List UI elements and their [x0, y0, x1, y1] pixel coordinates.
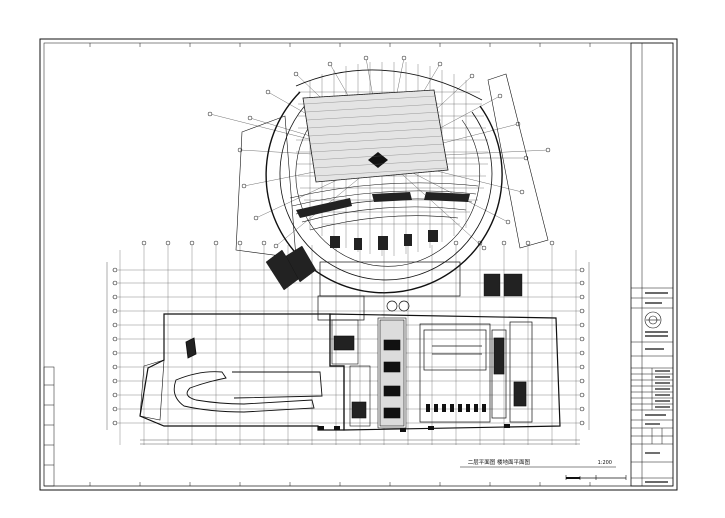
arena-seating-block	[302, 89, 449, 183]
podium-hall	[419, 321, 533, 423]
arena-rings	[265, 69, 503, 294]
title-block	[630, 42, 674, 487]
title-block-text-marks	[645, 292, 670, 483]
connector-building	[317, 261, 461, 321]
podium-hall-seats	[426, 404, 486, 412]
drawing-title-area: 二层平面图 楼地面平面图 1:200	[460, 458, 616, 468]
drawing-title: 二层平面图 楼地面平面图	[468, 458, 531, 466]
grid-axis-bubbles-left	[112, 267, 118, 426]
frame-ticks-top	[89, 43, 591, 47]
arena-outer-stairs	[265, 245, 523, 297]
podium-core-blocks	[331, 317, 407, 429]
arena-seating-hatch	[303, 95, 448, 177]
arena-lower-tier-fill	[296, 192, 470, 250]
grid-axis-bubbles-top	[141, 240, 555, 246]
drawing-scale: 1:200	[598, 460, 612, 466]
left-revision-strip	[43, 366, 55, 487]
company-seal-icon	[644, 311, 662, 329]
grid-axis-bubbles-right	[579, 267, 585, 426]
podium-garden-path	[173, 337, 323, 413]
podium-openings	[318, 424, 510, 432]
frame-ticks-bottom	[89, 482, 591, 486]
dimension-lines	[106, 262, 590, 445]
scale-bar	[565, 475, 627, 480]
